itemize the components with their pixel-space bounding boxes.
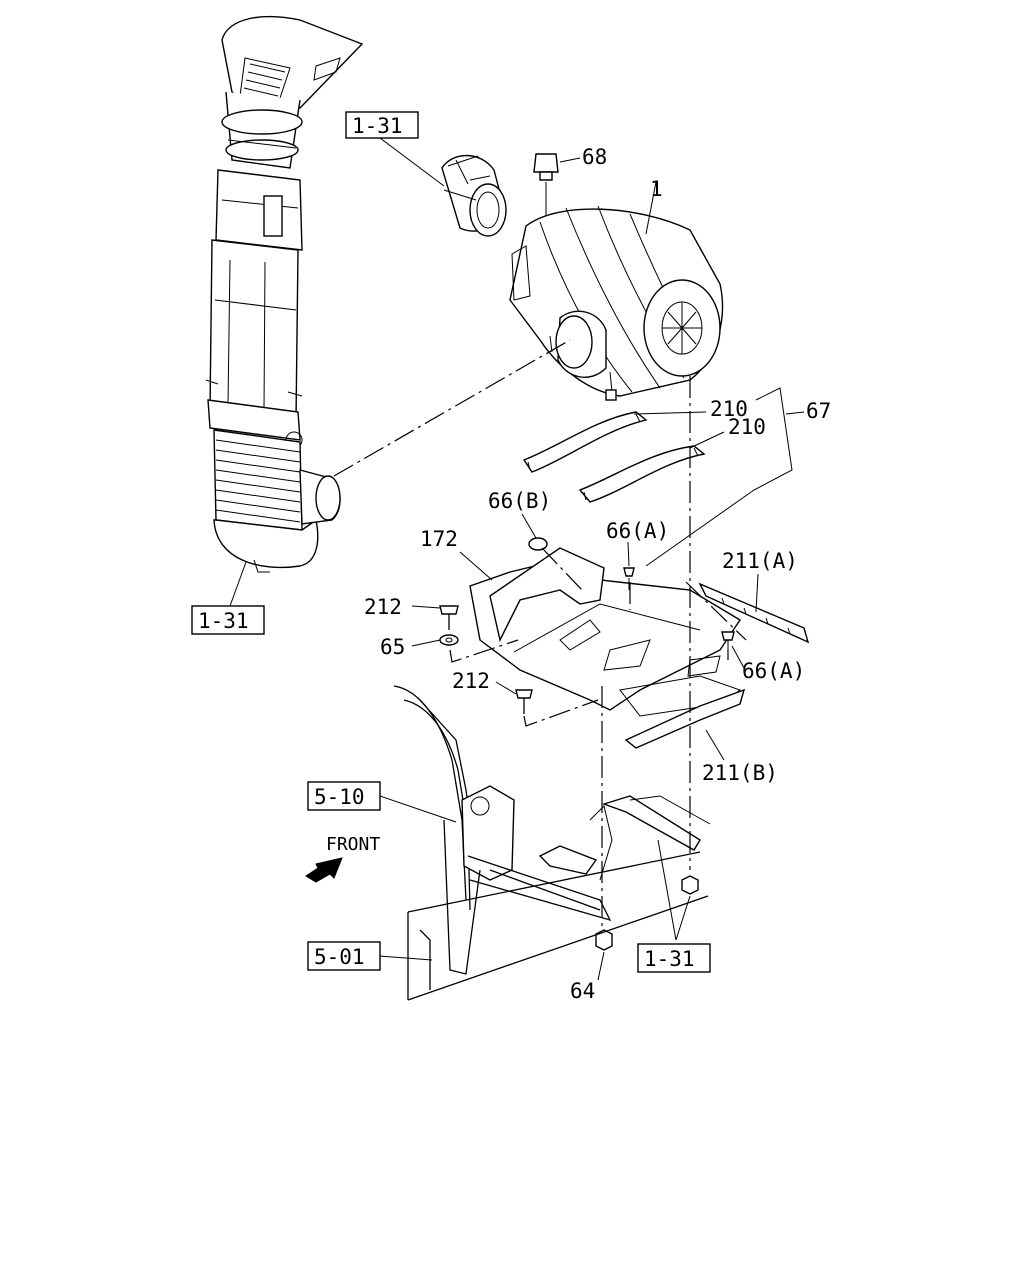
intake-hose: [441, 154, 507, 237]
chassis-frame: [393, 685, 711, 1001]
front-label: FRONT: [326, 834, 380, 855]
ref-box-1-31-top-label: 1-31: [352, 114, 403, 138]
callout-1: 1: [650, 177, 663, 201]
ref-box-5-10: 5-10: [307, 781, 381, 811]
callout-65: 65: [380, 635, 405, 659]
fasteners: [439, 537, 735, 951]
callout-66a-right: 66(A): [742, 659, 805, 683]
brackets-210: [522, 411, 706, 503]
ref-box-1-31-top: 1-31: [345, 111, 419, 139]
callout-67: 67: [806, 399, 831, 423]
strips-211: [624, 582, 810, 749]
callout-212-top: 212: [364, 595, 402, 619]
front-arrow-icon: [305, 857, 343, 883]
callout-210-a: 210: [710, 397, 748, 421]
air-cleaner: [509, 205, 724, 401]
ref-box-1-31-left: 1-31: [191, 605, 265, 635]
restriction-indicator: [533, 153, 559, 222]
ref-box-5-10-label: 5-10: [314, 785, 365, 809]
callout-212-bottom: 212: [452, 669, 490, 693]
ref-box-1-31-bottom-label: 1-31: [644, 947, 695, 971]
ref-box-5-01-label: 5-01: [314, 945, 365, 969]
callout-172: 172: [420, 527, 458, 551]
connection-lines: [333, 339, 747, 930]
ref-box-5-01: 5-01: [307, 941, 381, 971]
callout-210-b: 210: [728, 415, 766, 439]
callout-211b: 211(B): [702, 761, 778, 785]
ref-box-1-31-left-label: 1-31: [198, 609, 249, 633]
leader-lines: [229, 137, 805, 981]
callout-211a: 211(A): [722, 549, 798, 573]
callout-66a-top: 66(A): [606, 519, 669, 543]
ref-box-1-31-bottom: 1-31: [637, 943, 711, 973]
callout-66b: 66(B): [488, 489, 551, 513]
air-intake-duct: [205, 15, 364, 573]
callout-64: 64: [570, 979, 595, 1003]
callout-68: 68: [582, 145, 607, 169]
mounting-base-172: [469, 547, 742, 717]
